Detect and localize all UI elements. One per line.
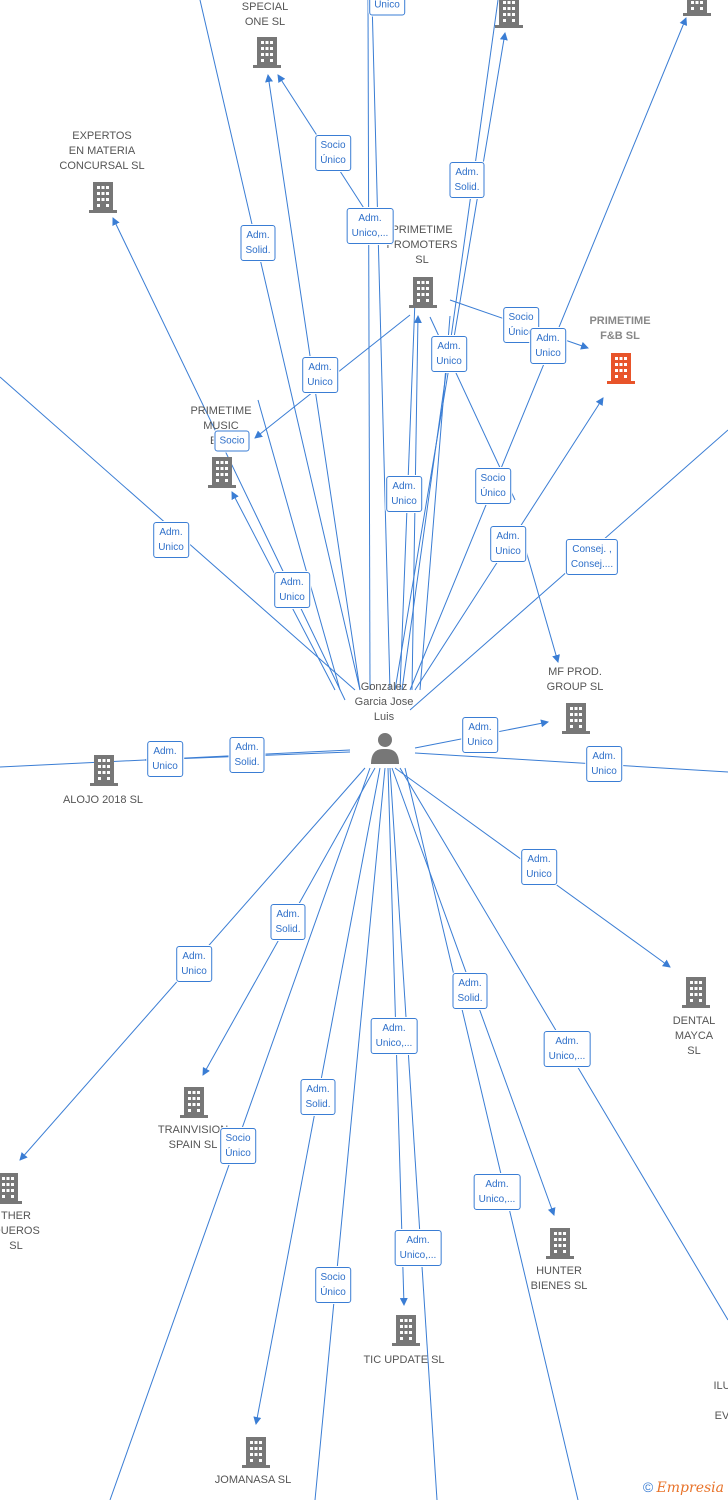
person-label[interactable]: Gonzalez Garcia Jose Luis: [354, 681, 414, 723]
company-label-ilu[interactable]: ILU EV: [713, 1380, 728, 1422]
edge-label[interactable]: Adm. Unico: [490, 526, 526, 562]
edge-line: [199, 0, 361, 691]
building-icon[interactable]: [90, 755, 118, 786]
edge-label[interactable]: Adm. Solid.: [270, 904, 306, 940]
person-icon[interactable]: [371, 733, 399, 764]
company-label-trainvision[interactable]: TRAINVISION SPAIN SL: [157, 1124, 229, 1151]
building-icon[interactable]: [392, 1315, 420, 1346]
edge-label[interactable]: Adm. Unico,...: [473, 1174, 521, 1210]
company-label-other-queros[interactable]: THER QUEROS SL: [0, 1210, 40, 1252]
company-label-alojo[interactable]: ALOJO 2018 SL: [62, 794, 144, 806]
edge-label[interactable]: Adm. Unico,...: [394, 1230, 442, 1266]
edge-label[interactable]: Consej. , Consej....: [565, 539, 619, 575]
building-icon[interactable]: [682, 977, 710, 1008]
edge-label[interactable]: Adm. Solid.: [452, 973, 488, 1009]
building-icon[interactable]: [607, 353, 635, 384]
edge-label[interactable]: Adm. Unico,...: [346, 208, 394, 244]
company-label-primetime-promoters[interactable]: PRIMETIME PROMOTERS SL: [386, 224, 458, 266]
building-icon[interactable]: [242, 1437, 270, 1468]
edge-line: [371, 0, 391, 691]
company-label-jomanasa[interactable]: JOMANASA SL: [214, 1474, 292, 1486]
company-icons: [0, 0, 711, 1468]
company-label-expertos[interactable]: EXPERTOS EN MATERIA CONCURSAL SL: [59, 130, 145, 172]
edge-label[interactable]: Adm. Unico: [462, 717, 498, 753]
edge-label[interactable]: Adm. Unico: [176, 946, 212, 982]
edge-label[interactable]: Adm. Unico: [274, 572, 310, 608]
building-icon[interactable]: [253, 37, 281, 68]
edge-line: [404, 767, 579, 1500]
edge-line: [414, 752, 728, 773]
brand-name: Empresia: [656, 1480, 724, 1496]
edge-label[interactable]: Adm. Unico: [302, 357, 338, 393]
building-icon[interactable]: [0, 1173, 22, 1204]
edge-line: [314, 767, 386, 1500]
building-icon[interactable]: [89, 182, 117, 213]
edge-line: [367, 0, 371, 691]
company-label-dental-mayca[interactable]: DENTAL MAYCA SL: [672, 1015, 716, 1057]
company-label-primetime-fb[interactable]: PRIMETIME F&B SL: [589, 315, 651, 342]
company-label-special-one[interactable]: SPECIAL ONE SL: [241, 1, 289, 28]
edge-label[interactable]: Socio Único: [315, 135, 351, 171]
edge-label[interactable]: Socio Único: [220, 1128, 256, 1164]
edge-label[interactable]: Adm. Unico: [153, 522, 189, 558]
edge-label[interactable]: Unico: [369, 0, 405, 16]
edge-line: [389, 767, 438, 1500]
copyright-symbol: ©: [642, 1479, 654, 1495]
edge-label[interactable]: Adm. Unico: [147, 741, 183, 777]
building-icon[interactable]: [546, 1228, 574, 1259]
company-label-tic-update[interactable]: TIC UPDATE SL: [363, 1354, 445, 1366]
building-icon[interactable]: [208, 457, 236, 488]
edge-label[interactable]: Adm. Solid.: [300, 1079, 336, 1115]
edge-label[interactable]: Socio Único: [475, 468, 511, 504]
edge-label[interactable]: Adm. Solid.: [229, 737, 265, 773]
edge-line: [257, 399, 341, 691]
watermark: © Empresia: [643, 1479, 724, 1496]
edge-label[interactable]: Adm. Unico: [586, 746, 622, 782]
building-icon[interactable]: [562, 703, 590, 734]
edge-label[interactable]: Socio: [214, 430, 250, 452]
company-label-mf-prod[interactable]: MF PROD. GROUP SL: [546, 666, 604, 693]
building-icon[interactable]: [683, 0, 711, 16]
edge-line: [419, 315, 451, 691]
edge-label[interactable]: Adm. Unico: [431, 336, 467, 372]
edge-label[interactable]: Adm. Solid.: [449, 162, 485, 198]
building-icon[interactable]: [180, 1087, 208, 1118]
edge-label[interactable]: Adm. Solid.: [240, 225, 276, 261]
edge-label[interactable]: Socio Único: [315, 1267, 351, 1303]
building-icon[interactable]: [495, 0, 523, 28]
edge-label[interactable]: Adm. Unico: [386, 476, 422, 512]
edge-label[interactable]: Adm. Unico: [521, 849, 557, 885]
company-label-hunter[interactable]: HUNTER BIENES SL: [530, 1265, 588, 1292]
edge-label[interactable]: Adm. Unico,...: [543, 1031, 591, 1067]
building-icon[interactable]: [409, 277, 437, 308]
edge-label[interactable]: Adm. Unico,...: [370, 1018, 418, 1054]
edge-label[interactable]: Adm. Unico: [530, 328, 566, 364]
